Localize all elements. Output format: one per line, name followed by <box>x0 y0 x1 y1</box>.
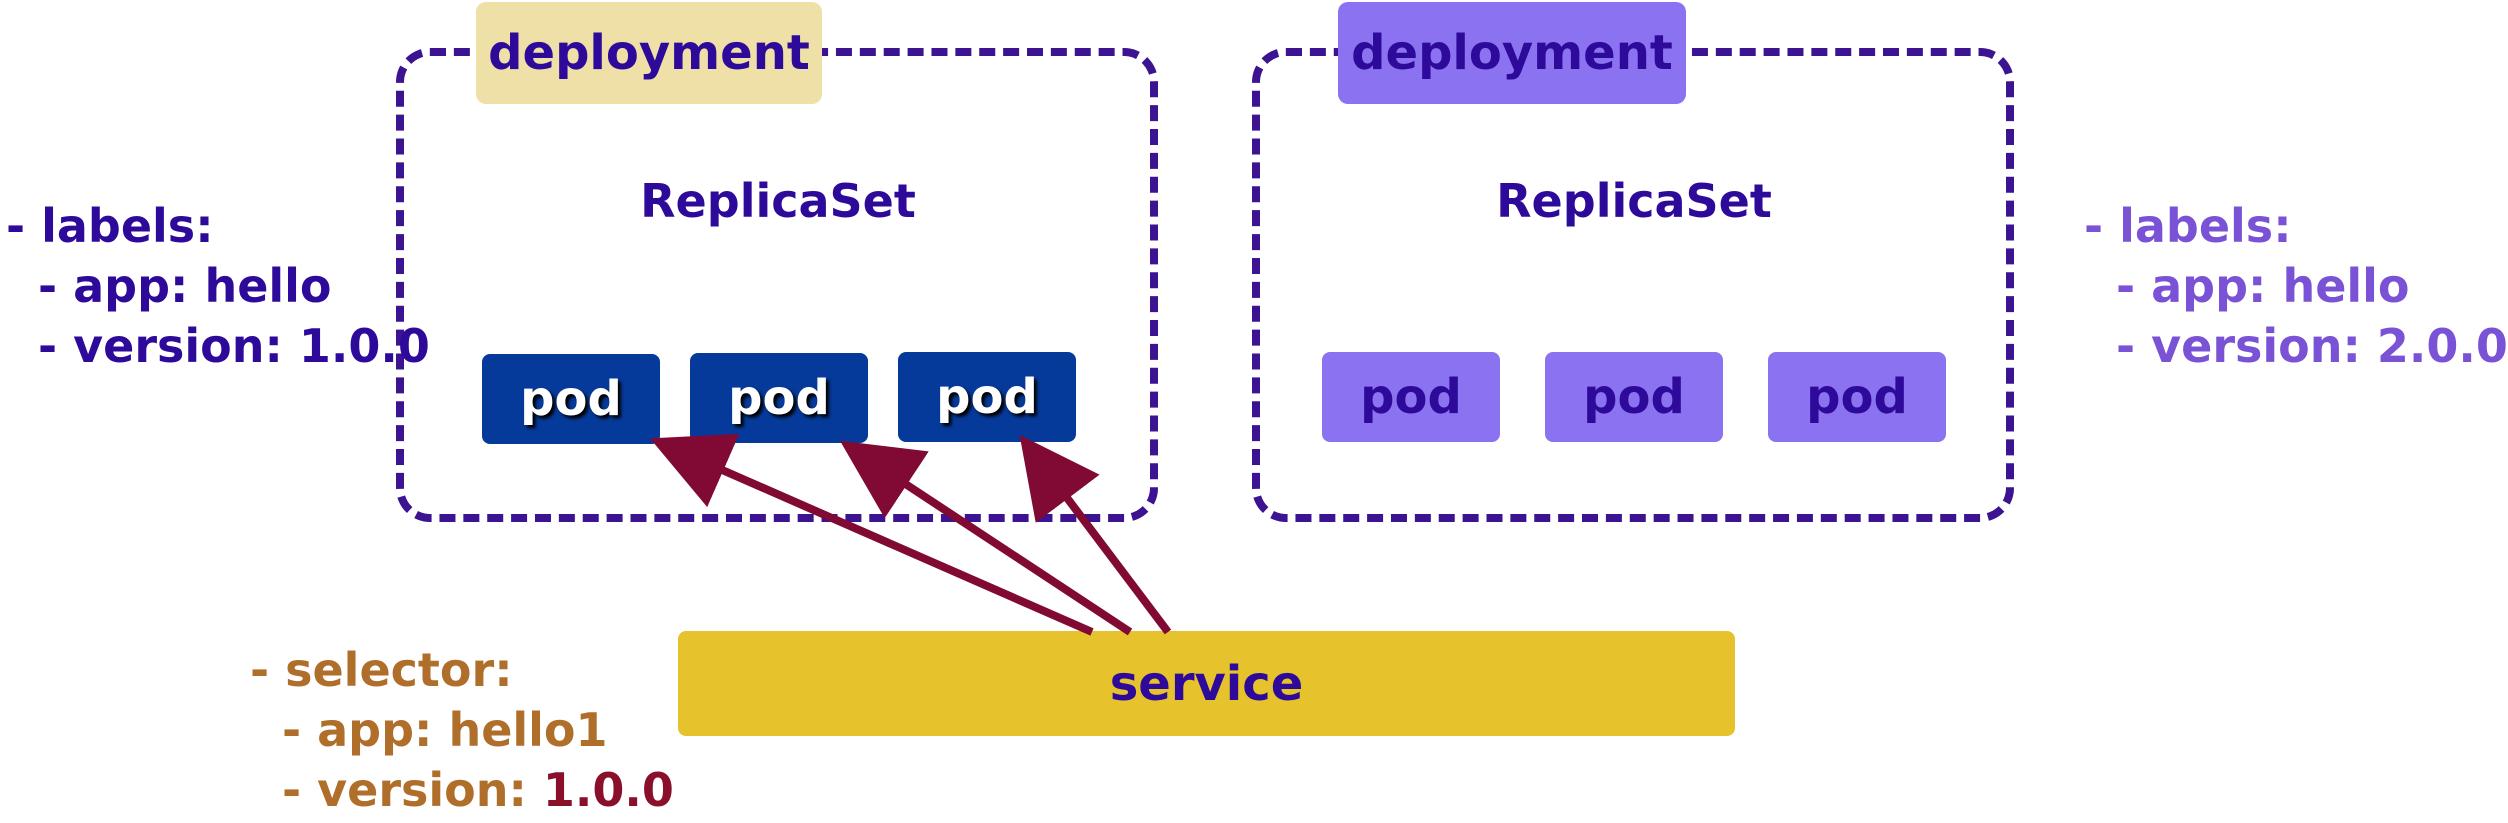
labels-b-line1: - labels: <box>2084 199 2292 253</box>
pod-b-2-label: pod <box>1583 369 1685 425</box>
pod-a-2: pod <box>690 353 868 443</box>
arrow-to-pod-a-3 <box>1019 434 1172 635</box>
pod-a-3: pod <box>898 352 1076 442</box>
labels-a-line2: - app: hello <box>6 259 332 313</box>
pod-a-3-label: pod <box>936 369 1038 425</box>
labels-b-line3: - version: 2.0.0 <box>2084 319 2508 373</box>
labels-a: - labels: - app: hello - version: 1.0.0 <box>6 196 430 376</box>
selector-version-key: - version: <box>250 763 543 817</box>
labels-a-line1: - labels: <box>6 199 214 253</box>
labels-a-line3: - version: 1.0.0 <box>6 319 430 373</box>
labels-b-line2: - app: hello <box>2084 259 2410 313</box>
service-box: service <box>678 631 1735 736</box>
selector: - selector: - app: hello1 - version: 1.0… <box>250 640 674 820</box>
replicaset-a-label: ReplicaSet <box>640 174 916 228</box>
deployment-a-tag: deployment <box>476 2 822 104</box>
pod-a-1-label: pod <box>520 371 622 427</box>
pod-a-2-label: pod <box>728 370 830 426</box>
selector-line1: - selector: <box>250 643 513 697</box>
replicaset-b-label: ReplicaSet <box>1496 174 1772 228</box>
pod-a-1: pod <box>482 354 660 444</box>
deployment-b-tag: deployment <box>1338 2 1686 104</box>
pod-b-1: pod <box>1322 352 1500 442</box>
labels-b: - labels: - app: hello - version: 2.0.0 <box>2084 196 2508 376</box>
service-label: service <box>1109 655 1304 712</box>
pod-b-1-label: pod <box>1360 369 1462 425</box>
pod-b-2: pod <box>1545 352 1723 442</box>
arrow-to-pod-a-1 <box>650 433 1094 636</box>
selector-line2: - app: hello1 <box>250 703 608 757</box>
deployment-a-tag-label: deployment <box>488 25 810 81</box>
pod-b-3: pod <box>1768 352 1946 442</box>
deployment-b-tag-label: deployment <box>1351 25 1673 81</box>
arrow-to-pod-a-2 <box>839 440 1133 636</box>
selector-line3: - version: 1.0.0 <box>250 760 674 820</box>
pod-b-3-label: pod <box>1806 369 1908 425</box>
selector-version-value: 1.0.0 <box>542 763 674 817</box>
